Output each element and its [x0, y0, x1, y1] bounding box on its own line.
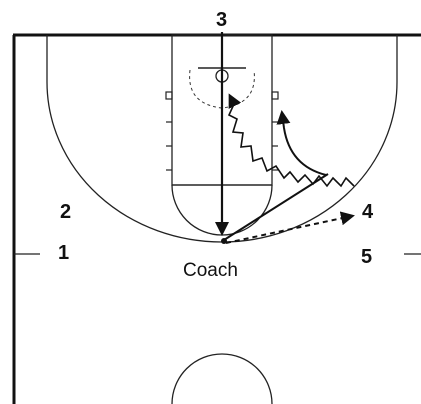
player-3-label: 3 — [216, 9, 228, 31]
curl-cut-arrow — [276, 110, 327, 176]
coach-label: Coach — [183, 260, 238, 281]
coach-dot — [221, 238, 227, 244]
player-5-label: 5 — [361, 246, 373, 268]
center-circle — [171, 353, 273, 404]
player-2-label: 2 — [60, 201, 72, 223]
player-1-label: 1 — [58, 242, 70, 264]
dribble-arrow-4 — [227, 93, 355, 188]
player-4-label: 4 — [362, 201, 374, 223]
pass-line-coach-to-4 — [223, 173, 329, 241]
restricted-area — [189, 69, 255, 109]
dashed-pass-coach-to-5 — [225, 211, 355, 244]
